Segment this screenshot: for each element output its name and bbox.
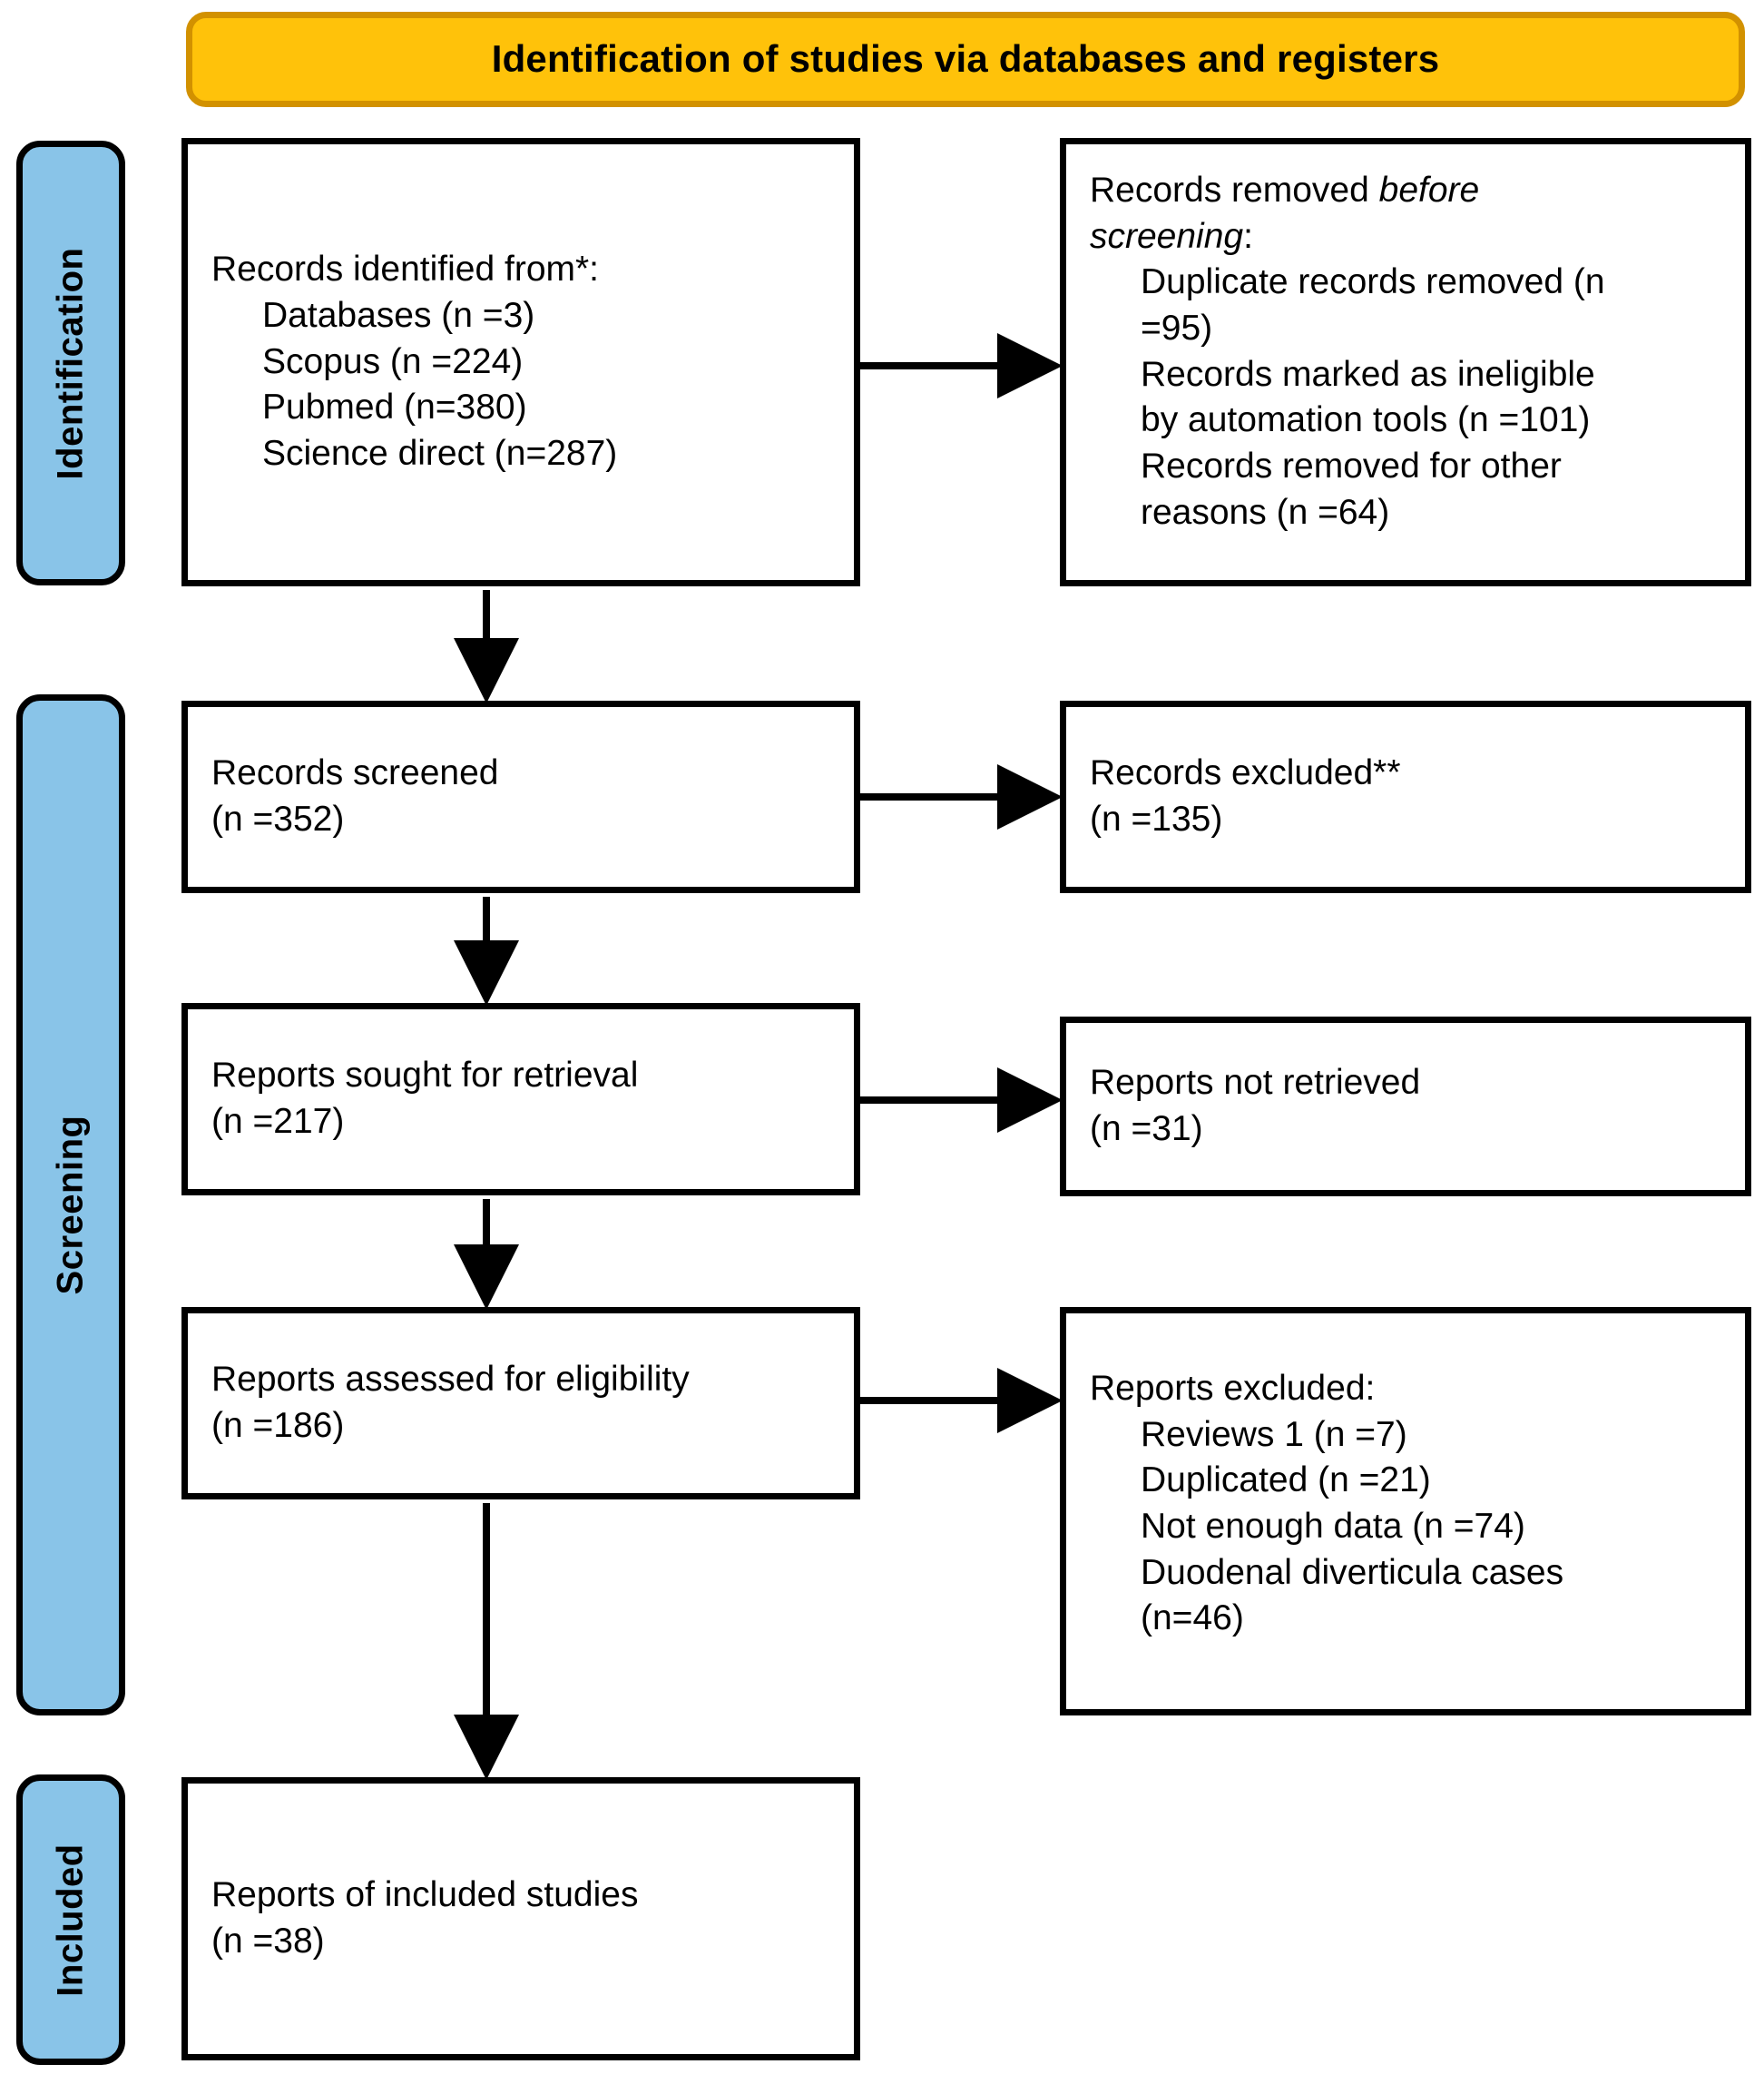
- box-line: (n =38): [211, 1922, 325, 1961]
- box-line: Records removed for other: [1141, 447, 1562, 487]
- box-line: (n =186): [211, 1406, 345, 1445]
- diagram-title: Identification of studies via databases …: [491, 37, 1440, 81]
- box-line: screening:: [1090, 214, 1721, 260]
- box-line: Science direct (n=287): [262, 434, 618, 474]
- box-line: Reports not retrieved: [1090, 1063, 1421, 1103]
- box-line: (n =217): [211, 1102, 345, 1141]
- box-line-italic: screening: [1090, 216, 1244, 256]
- box-line: Pubmed (n=380): [262, 388, 527, 428]
- box-reports-not-retrieved: Reports not retrieved (n =31): [1060, 1017, 1751, 1196]
- box-line: reasons (n =64): [1141, 492, 1390, 532]
- stage-label-included-text: Included: [50, 1843, 91, 1997]
- box-line: Not enough data (n =74): [1141, 1507, 1525, 1547]
- box-line: (n =352): [211, 800, 345, 839]
- box-line: Records excluded**: [1090, 753, 1401, 793]
- box-reports-included: Reports of included studies (n =38): [181, 1777, 860, 2060]
- stage-label-screening-text: Screening: [50, 1115, 91, 1295]
- stage-label-identification-text: Identification: [50, 247, 91, 479]
- box-line: Reviews 1 (n =7): [1141, 1414, 1407, 1454]
- box-line: Records screened: [211, 753, 499, 793]
- box-line: Duodenal diverticula cases: [1141, 1552, 1564, 1592]
- box-line-suffix: :: [1243, 216, 1253, 256]
- stage-label-included: Included: [16, 1774, 125, 2065]
- box-line: Databases (n =3): [262, 295, 535, 335]
- box-line: Duplicated (n =21): [1141, 1460, 1431, 1500]
- box-line: Reports excluded:: [1090, 1369, 1376, 1408]
- box-line: =95): [1141, 309, 1213, 349]
- box-line-plain: Records removed: [1090, 171, 1379, 210]
- stage-label-screening: Screening: [16, 694, 125, 1715]
- box-records-identified: Records identified from*: Databases (n =…: [181, 138, 860, 586]
- box-line: (n=46): [1141, 1598, 1244, 1638]
- box-records-excluded: Records excluded** (n =135): [1060, 701, 1751, 893]
- box-line: Records marked as ineligible: [1141, 354, 1595, 394]
- box-reports-assessed: Reports assessed for eligibility (n =186…: [181, 1307, 860, 1499]
- box-records-removed: Records removed before screening: Duplic…: [1060, 138, 1751, 586]
- box-line: Records removed before: [1090, 168, 1721, 214]
- box-records-screened: Records screened (n =352): [181, 701, 860, 893]
- box-line: (n =31): [1090, 1109, 1203, 1148]
- box-line: Reports of included studies: [211, 1875, 639, 1915]
- box-line-italic: before: [1378, 171, 1480, 210]
- diagram-header-banner: Identification of studies via databases …: [186, 12, 1745, 107]
- stage-label-identification: Identification: [16, 141, 125, 585]
- box-line: Records identified from*:: [211, 250, 600, 290]
- box-reports-excluded: Reports excluded: Reviews 1 (n =7) Dupli…: [1060, 1307, 1751, 1715]
- box-line: (n =135): [1090, 800, 1223, 839]
- box-reports-sought: Reports sought for retrieval (n =217): [181, 1003, 860, 1195]
- box-line: Reports assessed for eligibility: [211, 1360, 690, 1400]
- box-line: Duplicate records removed (n: [1141, 262, 1605, 302]
- box-line: Scopus (n =224): [262, 341, 524, 381]
- box-line: Reports sought for retrieval: [211, 1056, 639, 1096]
- box-line: by automation tools (n =101): [1141, 400, 1591, 440]
